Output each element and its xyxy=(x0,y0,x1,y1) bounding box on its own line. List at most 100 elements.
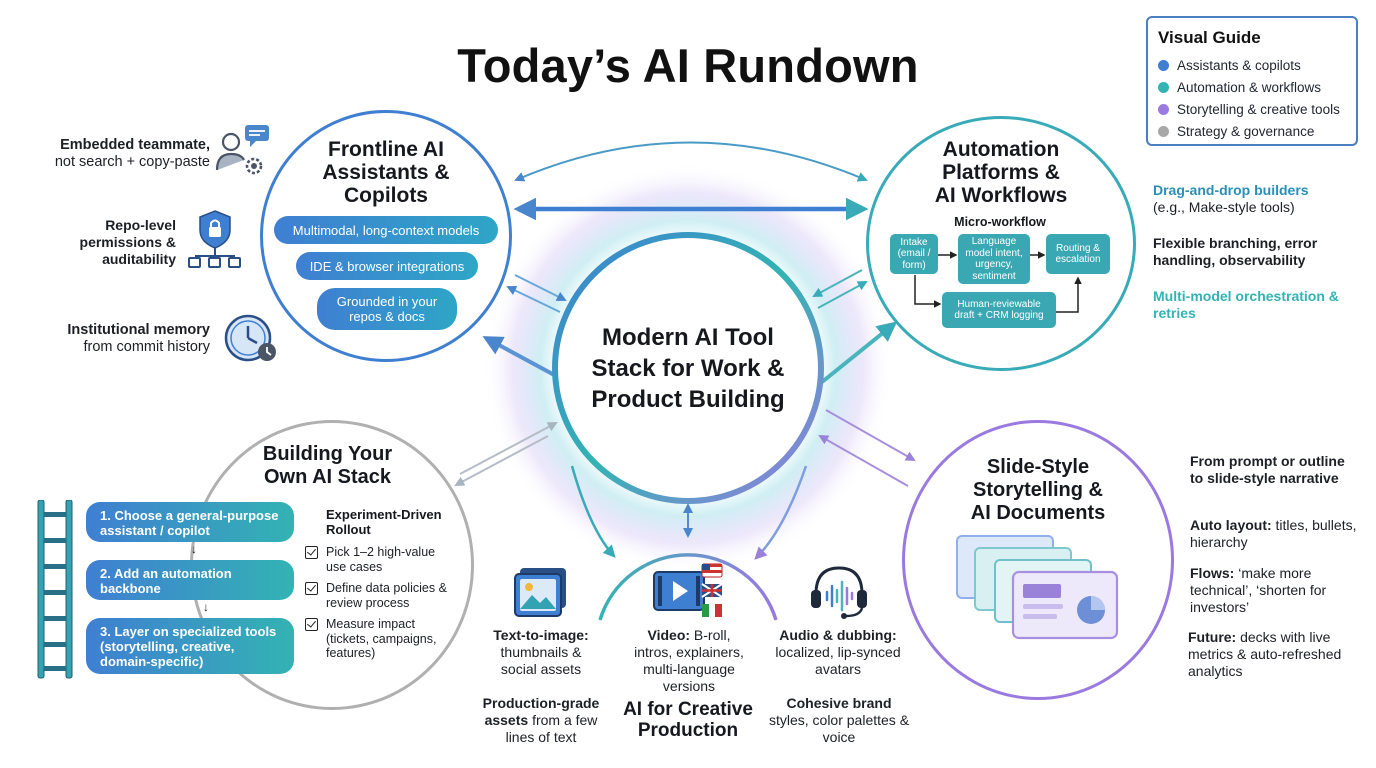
step-specialized-tools: 3. Layer on specialized tools (storytell… xyxy=(86,618,294,674)
pill-ide-integrations: IDE & browser integrations xyxy=(296,252,478,280)
brand-caption: Cohesive brand styles, color palettes & … xyxy=(766,695,912,746)
side-branching: Flexible branching, error handling, obse… xyxy=(1153,235,1353,269)
side-rest: thumbnails & social assets xyxy=(500,644,582,677)
center-title-line: Modern AI Tool xyxy=(602,324,774,351)
check-label: Measure impact (tickets, campaigns, feat… xyxy=(326,617,437,660)
side-auto-layout: Auto layout: titles, bullets, hierarchy xyxy=(1190,517,1360,551)
side-prompt-to-narrative: From prompt or outline to slide-style na… xyxy=(1190,453,1360,487)
check-item: Measure impact (tickets, campaigns, feat… xyxy=(305,617,455,661)
slide-deck-icon xyxy=(956,535,1119,640)
side-rest: from commit history xyxy=(83,339,211,355)
side-bold: Embedded teammate, xyxy=(60,137,210,153)
slides-title: Slide-Style Storytelling & AI Documents xyxy=(948,456,1128,525)
side-rest: B-roll, intros, explainers, multi-langua… xyxy=(634,627,744,694)
title-line: AI for Creative xyxy=(623,699,753,720)
side-future: Future: decks with live metrics & auto-r… xyxy=(1188,629,1362,680)
node-human-review: Human-reviewable draft + CRM logging xyxy=(942,292,1056,328)
checkbox-icon xyxy=(305,546,318,559)
headset-audio-icon xyxy=(811,566,867,619)
legend-title: Visual Guide xyxy=(1158,28,1261,47)
legend-label: Storytelling & creative tools xyxy=(1177,101,1340,117)
node-routing: Routing & escalation xyxy=(1046,234,1110,274)
purple-dot-icon xyxy=(1158,103,1169,115)
side-bold: Repo-level permissions & auditability xyxy=(79,217,176,267)
building-title: Building Your Own AI Stack xyxy=(240,443,415,489)
side-drag-drop: Drag-and-drop builders(e.g., Make-style … xyxy=(1153,182,1363,216)
title-line: Production xyxy=(637,720,739,741)
checkbox-icon xyxy=(305,582,318,595)
title-line: Frontline AI xyxy=(328,138,444,161)
creative-title: AI for Creative Production xyxy=(610,699,766,741)
side-bold: Multi-model orchestration & retries xyxy=(1153,288,1339,321)
side-bold: Auto layout: xyxy=(1190,517,1272,533)
pill-multimodal: Multimodal, long-context models xyxy=(274,216,498,244)
title-line: Building Your xyxy=(262,443,393,465)
side-bold: Future: xyxy=(1188,629,1237,645)
assistants-title: Frontline AI Assistants & Copilots xyxy=(290,138,482,207)
side-rest: ‘make more technical’, ‘shorten for inve… xyxy=(1190,565,1327,615)
teal-dot-icon xyxy=(1158,81,1169,93)
side-rest: decks with live metrics & auto-refreshed… xyxy=(1188,629,1342,679)
center-title-line: Stack for Work & xyxy=(591,355,785,382)
audio-caption: Audio & dubbing: localized, lip-synced a… xyxy=(772,627,904,678)
video-caption: Video: B-roll, intros, explainers, multi… xyxy=(628,627,750,695)
title-line: Automation xyxy=(942,138,1060,161)
step-choose-assistant: 1. Choose a general-purpose assistant / … xyxy=(86,502,294,542)
title-line: Storytelling & xyxy=(972,479,1103,501)
side-bold: Cohesive brand xyxy=(786,695,892,711)
side-bold: Flexible branching, error handling, obse… xyxy=(1153,235,1318,268)
check-label: Define data policies & review process xyxy=(326,581,447,610)
step-automation-backbone: 2. Add an automation backbone xyxy=(86,560,294,600)
node-intake: Intake (email / form) xyxy=(890,234,938,274)
blue-dot-icon xyxy=(1158,59,1169,71)
legend-label: Assistants & copilots xyxy=(1177,57,1301,73)
image-gallery-icon xyxy=(514,568,566,617)
side-rest: (e.g., Make-style tools) xyxy=(1153,199,1295,215)
side-rest: styles, color palettes & voice xyxy=(768,712,910,745)
legend-label: Strategy & governance xyxy=(1177,123,1315,139)
side-bold: Audio & dubbing: xyxy=(779,627,897,643)
workflow-connectors xyxy=(914,251,1082,313)
production-grade-caption: Production-grade assets from a few lines… xyxy=(474,695,608,746)
title-line: Slide-Style xyxy=(986,456,1090,478)
side-repo-permissions: Repo-level permissions & auditability xyxy=(60,217,176,268)
pill-grounded: Grounded in your repos & docs xyxy=(317,288,457,330)
center-title: Modern AI Tool Stack for Work & Product … xyxy=(560,322,816,415)
side-rest: from a few lines of text xyxy=(505,712,598,745)
clock-history-icon xyxy=(224,314,276,362)
title-line: Copilots xyxy=(344,184,428,207)
shield-lock-icon xyxy=(188,210,241,268)
side-bold: Drag-and-drop builders xyxy=(1153,182,1309,198)
down-arrow-icon: ↓ xyxy=(203,600,209,614)
side-rest: localized, lip-synced avatars xyxy=(775,644,901,677)
side-bold: Production-grade assets xyxy=(482,695,600,728)
automation-title: Automation Platforms & AI Workflows xyxy=(906,138,1096,207)
title-line: Platforms & xyxy=(942,161,1060,184)
side-bold: Text-to-image: xyxy=(493,627,589,643)
side-bold: Video: xyxy=(647,627,691,643)
side-rest: titles, bullets, hierarchy xyxy=(1190,517,1357,550)
side-bold: Institutional memory xyxy=(67,322,210,338)
side-orchestration: Multi-model orchestration & retries xyxy=(1153,288,1353,322)
legend-box: Visual Guide Assistants & copilots Autom… xyxy=(1146,16,1358,146)
checkbox-icon xyxy=(305,618,318,631)
legend-item-assistants: Assistants & copilots xyxy=(1158,54,1346,76)
legend-item-automation: Automation & workflows xyxy=(1158,76,1346,98)
check-label: Pick 1–2 high-value use cases xyxy=(326,545,436,574)
title-line: Assistants & xyxy=(322,161,450,184)
legend-item-strategy: Strategy & governance xyxy=(1158,120,1346,142)
down-arrow-icon: ↓ xyxy=(191,542,197,556)
check-item: Pick 1–2 high-value use cases xyxy=(305,545,455,574)
micro-workflow-label: Micro-workflow xyxy=(954,215,1046,229)
rollout-title: Experiment-Driven Rollout xyxy=(326,507,442,537)
legend-label: Automation & workflows xyxy=(1177,79,1322,95)
side-embedded-teammate: Embedded teammate,not search + copy-past… xyxy=(20,137,210,171)
video-flags-icon xyxy=(653,563,723,617)
title-line: Own AI Stack xyxy=(263,466,392,488)
center-title-line: Product Building xyxy=(591,386,785,413)
side-bold: Flows: xyxy=(1190,565,1235,581)
title-line: AI Documents xyxy=(970,502,1106,524)
side-rest: not search + copy-paste xyxy=(54,154,210,170)
